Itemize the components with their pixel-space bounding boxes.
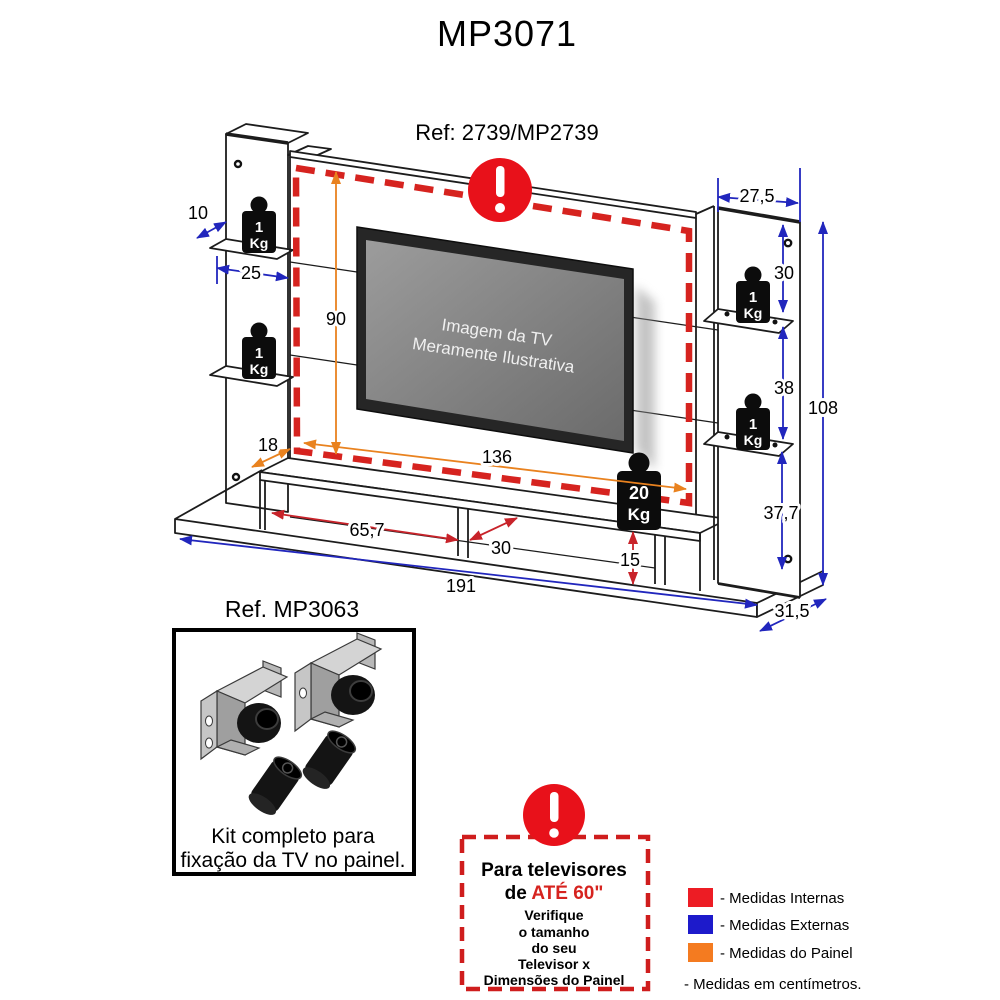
dim-niche-depth: 30 — [491, 538, 511, 558]
cam-hole — [233, 159, 243, 169]
weight-unit: Kg — [744, 432, 763, 448]
weight-value: 1 — [749, 289, 757, 306]
niche-measures — [271, 509, 638, 585]
cam-hole — [783, 554, 793, 564]
warning-line2: de ATÉ 60" — [505, 882, 604, 904]
warning-line2-prefix: de — [505, 883, 532, 904]
kit-caption-line2: fixação da TV no painel. — [181, 849, 406, 872]
cam-hole — [783, 238, 793, 248]
tv-screen — [366, 240, 624, 441]
warning-line2-highlight: ATÉ 60" — [531, 882, 603, 904]
warning-icon — [523, 784, 585, 846]
weight-1kg: 1 Kg — [242, 322, 276, 379]
tv-size-warning-box: Para televisores de ATÉ 60" Verifique o … — [459, 784, 651, 992]
tv-shadow — [636, 286, 655, 470]
dim-internal-width: 136 — [482, 447, 512, 467]
warning-line3: Verifique — [524, 907, 583, 923]
warning-line1: Para televisores — [481, 860, 627, 881]
legend-label-panel: - Medidas do Painel — [720, 945, 853, 962]
dim-top-to-shelf: 30 — [774, 263, 794, 283]
shelf-pin — [772, 319, 778, 325]
dim-right-depth: 27,5 — [739, 186, 774, 206]
dim-shelf-to-base: 37,7 — [763, 503, 798, 523]
weight-unit: Kg — [744, 305, 763, 321]
tv-bracket-image — [294, 632, 383, 733]
external-measures — [179, 168, 828, 632]
legend-swatch-panel — [688, 943, 713, 962]
weight-value: 20 — [629, 483, 649, 503]
tv-bracket-image — [200, 660, 289, 761]
warning-icon — [468, 158, 532, 222]
dim-total-height: 108 — [808, 398, 838, 418]
rubber-spacer-image — [248, 756, 303, 815]
legend-swatch-internal — [688, 888, 713, 907]
dim-left-gap: 25 — [241, 263, 261, 283]
tv: Imagem da TV Meramente Ilustrativa — [356, 226, 655, 470]
shelf-pin — [724, 311, 730, 317]
legend-label-external: - Medidas Externas — [720, 917, 849, 934]
product-ref-label: Ref: 2739/MP2739 — [415, 120, 598, 145]
rubber-spacer-image — [302, 730, 357, 789]
shelf-pin — [772, 442, 778, 448]
kit-title: Ref. MP3063 — [225, 596, 359, 622]
weight-value: 1 — [255, 219, 263, 236]
warning-line7: Dimensões do Painel — [484, 972, 625, 988]
dim-panel-depth: 18 — [258, 435, 278, 455]
weight-unit: Kg — [628, 505, 651, 524]
weight-unit: Kg — [250, 361, 269, 377]
dim-base-depth: 31,5 — [774, 601, 809, 621]
dim-total-width: 191 — [446, 576, 476, 596]
warning-line5: do seu — [531, 940, 576, 956]
dim-niche-height: 15 — [620, 550, 640, 570]
legend-label-internal: - Medidas Internas — [720, 890, 844, 907]
cam-hole — [231, 472, 241, 482]
warning-line6: Televisor x — [518, 956, 590, 972]
weight-value: 1 — [255, 345, 263, 362]
internal-measure-dashed-outline — [292, 164, 693, 507]
fixing-kit-box: Ref. MP3063 — [172, 596, 416, 876]
dim-side-depth: 10 — [188, 203, 208, 223]
page-title: MP3071 — [437, 13, 577, 54]
dim-shelf-to-shelf: 38 — [774, 378, 794, 398]
warning-line4: o tamanho — [519, 924, 590, 940]
weight-1kg: 1 Kg — [736, 266, 770, 323]
kit-caption-line1: Kit completo para — [211, 825, 375, 848]
shelf-pin — [724, 434, 730, 440]
legend-note: - Medidas em centímetros. — [684, 976, 862, 993]
weight-unit: Kg — [250, 235, 269, 251]
weight-1kg: 1 Kg — [242, 196, 276, 253]
legend-swatch-external — [688, 915, 713, 934]
legend: - Medidas Internas - Medidas Externas - … — [684, 888, 862, 993]
weight-value: 1 — [749, 416, 757, 433]
panel-measures — [251, 171, 687, 493]
dim-niche-width: 65,7 — [349, 520, 384, 540]
weight-1kg: 1 Kg — [736, 393, 770, 450]
dim-internal-height: 90 — [326, 309, 346, 329]
